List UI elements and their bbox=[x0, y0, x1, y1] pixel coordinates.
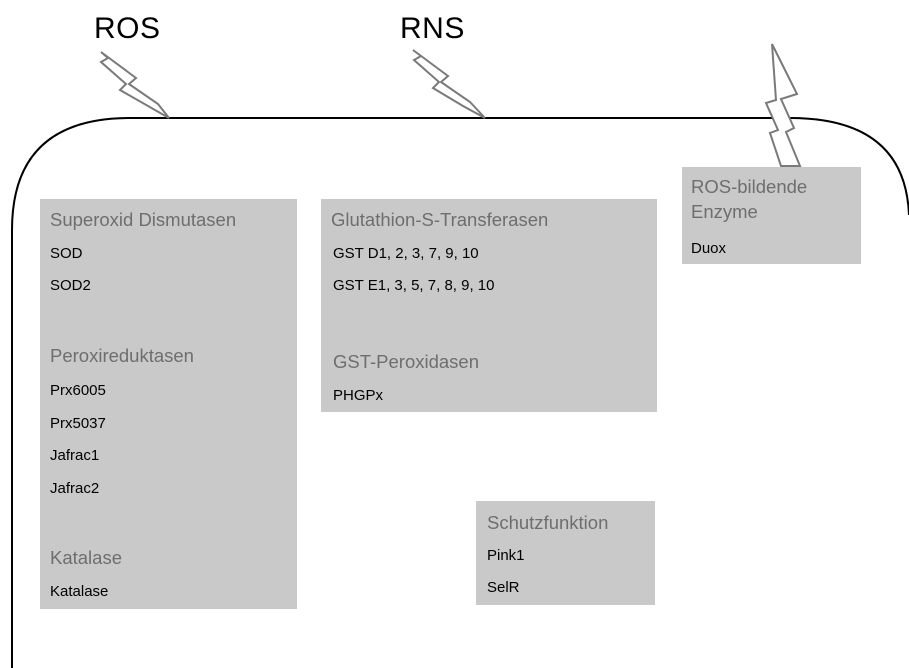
gst-peroxidase-heading: GST-Peroxidasen bbox=[333, 351, 480, 372]
gst-heading: Glutathion-S-Transferasen bbox=[331, 209, 549, 230]
ros-producing-enzymes-box: ROS-bildende Enzyme Duox bbox=[682, 167, 861, 264]
glutathione-transferase-box: Glutathion-S-Transferasen GST D1, 2, 3, … bbox=[321, 199, 657, 412]
ros-label: ROS bbox=[94, 12, 161, 45]
lightning-bolt-icon bbox=[412, 49, 486, 119]
catalase-heading: Katalase bbox=[50, 547, 122, 568]
rns-label: RNS bbox=[400, 12, 465, 45]
antioxidant-enzymes-box: Superoxid Dismutasen SOD SOD2 Peroxiredu… bbox=[40, 199, 297, 609]
superoxide-dismutase-heading: Superoxid Dismutasen bbox=[50, 209, 237, 230]
ros-enzymes-heading-line1: ROS-bildende bbox=[691, 176, 808, 197]
catalase-item: Katalase bbox=[50, 583, 109, 600]
gst-e-item: GST E1, 3, 5, 7, 8, 9, 10 bbox=[333, 277, 495, 294]
protection-heading: Schutzfunktion bbox=[487, 512, 609, 533]
selr-item: SelR bbox=[487, 579, 520, 596]
sod-item: SOD bbox=[50, 245, 83, 262]
protective-function-box: Schutzfunktion Pink1 SelR bbox=[476, 501, 655, 605]
jafrac2-item: Jafrac2 bbox=[50, 480, 100, 497]
prx6005-item: Prx6005 bbox=[50, 382, 106, 399]
ros-enzymes-heading-line2: Enzyme bbox=[691, 201, 758, 222]
jafrac1-item: Jafrac1 bbox=[50, 447, 100, 464]
cell-membrane bbox=[11, 117, 909, 668]
sod2-item: SOD2 bbox=[50, 277, 91, 294]
prx5037-item: Prx5037 bbox=[50, 415, 106, 432]
lightning-bolt-icon bbox=[764, 43, 802, 167]
gst-d-item: GST D1, 2, 3, 7, 9, 10 bbox=[333, 245, 479, 262]
pink1-item: Pink1 bbox=[487, 547, 525, 564]
peroxiredoxin-heading: Peroxireduktasen bbox=[50, 345, 194, 366]
phgpx-item: PHGPx bbox=[333, 387, 384, 404]
duox-item: Duox bbox=[691, 240, 727, 257]
lightning-bolt-icon bbox=[99, 51, 170, 119]
